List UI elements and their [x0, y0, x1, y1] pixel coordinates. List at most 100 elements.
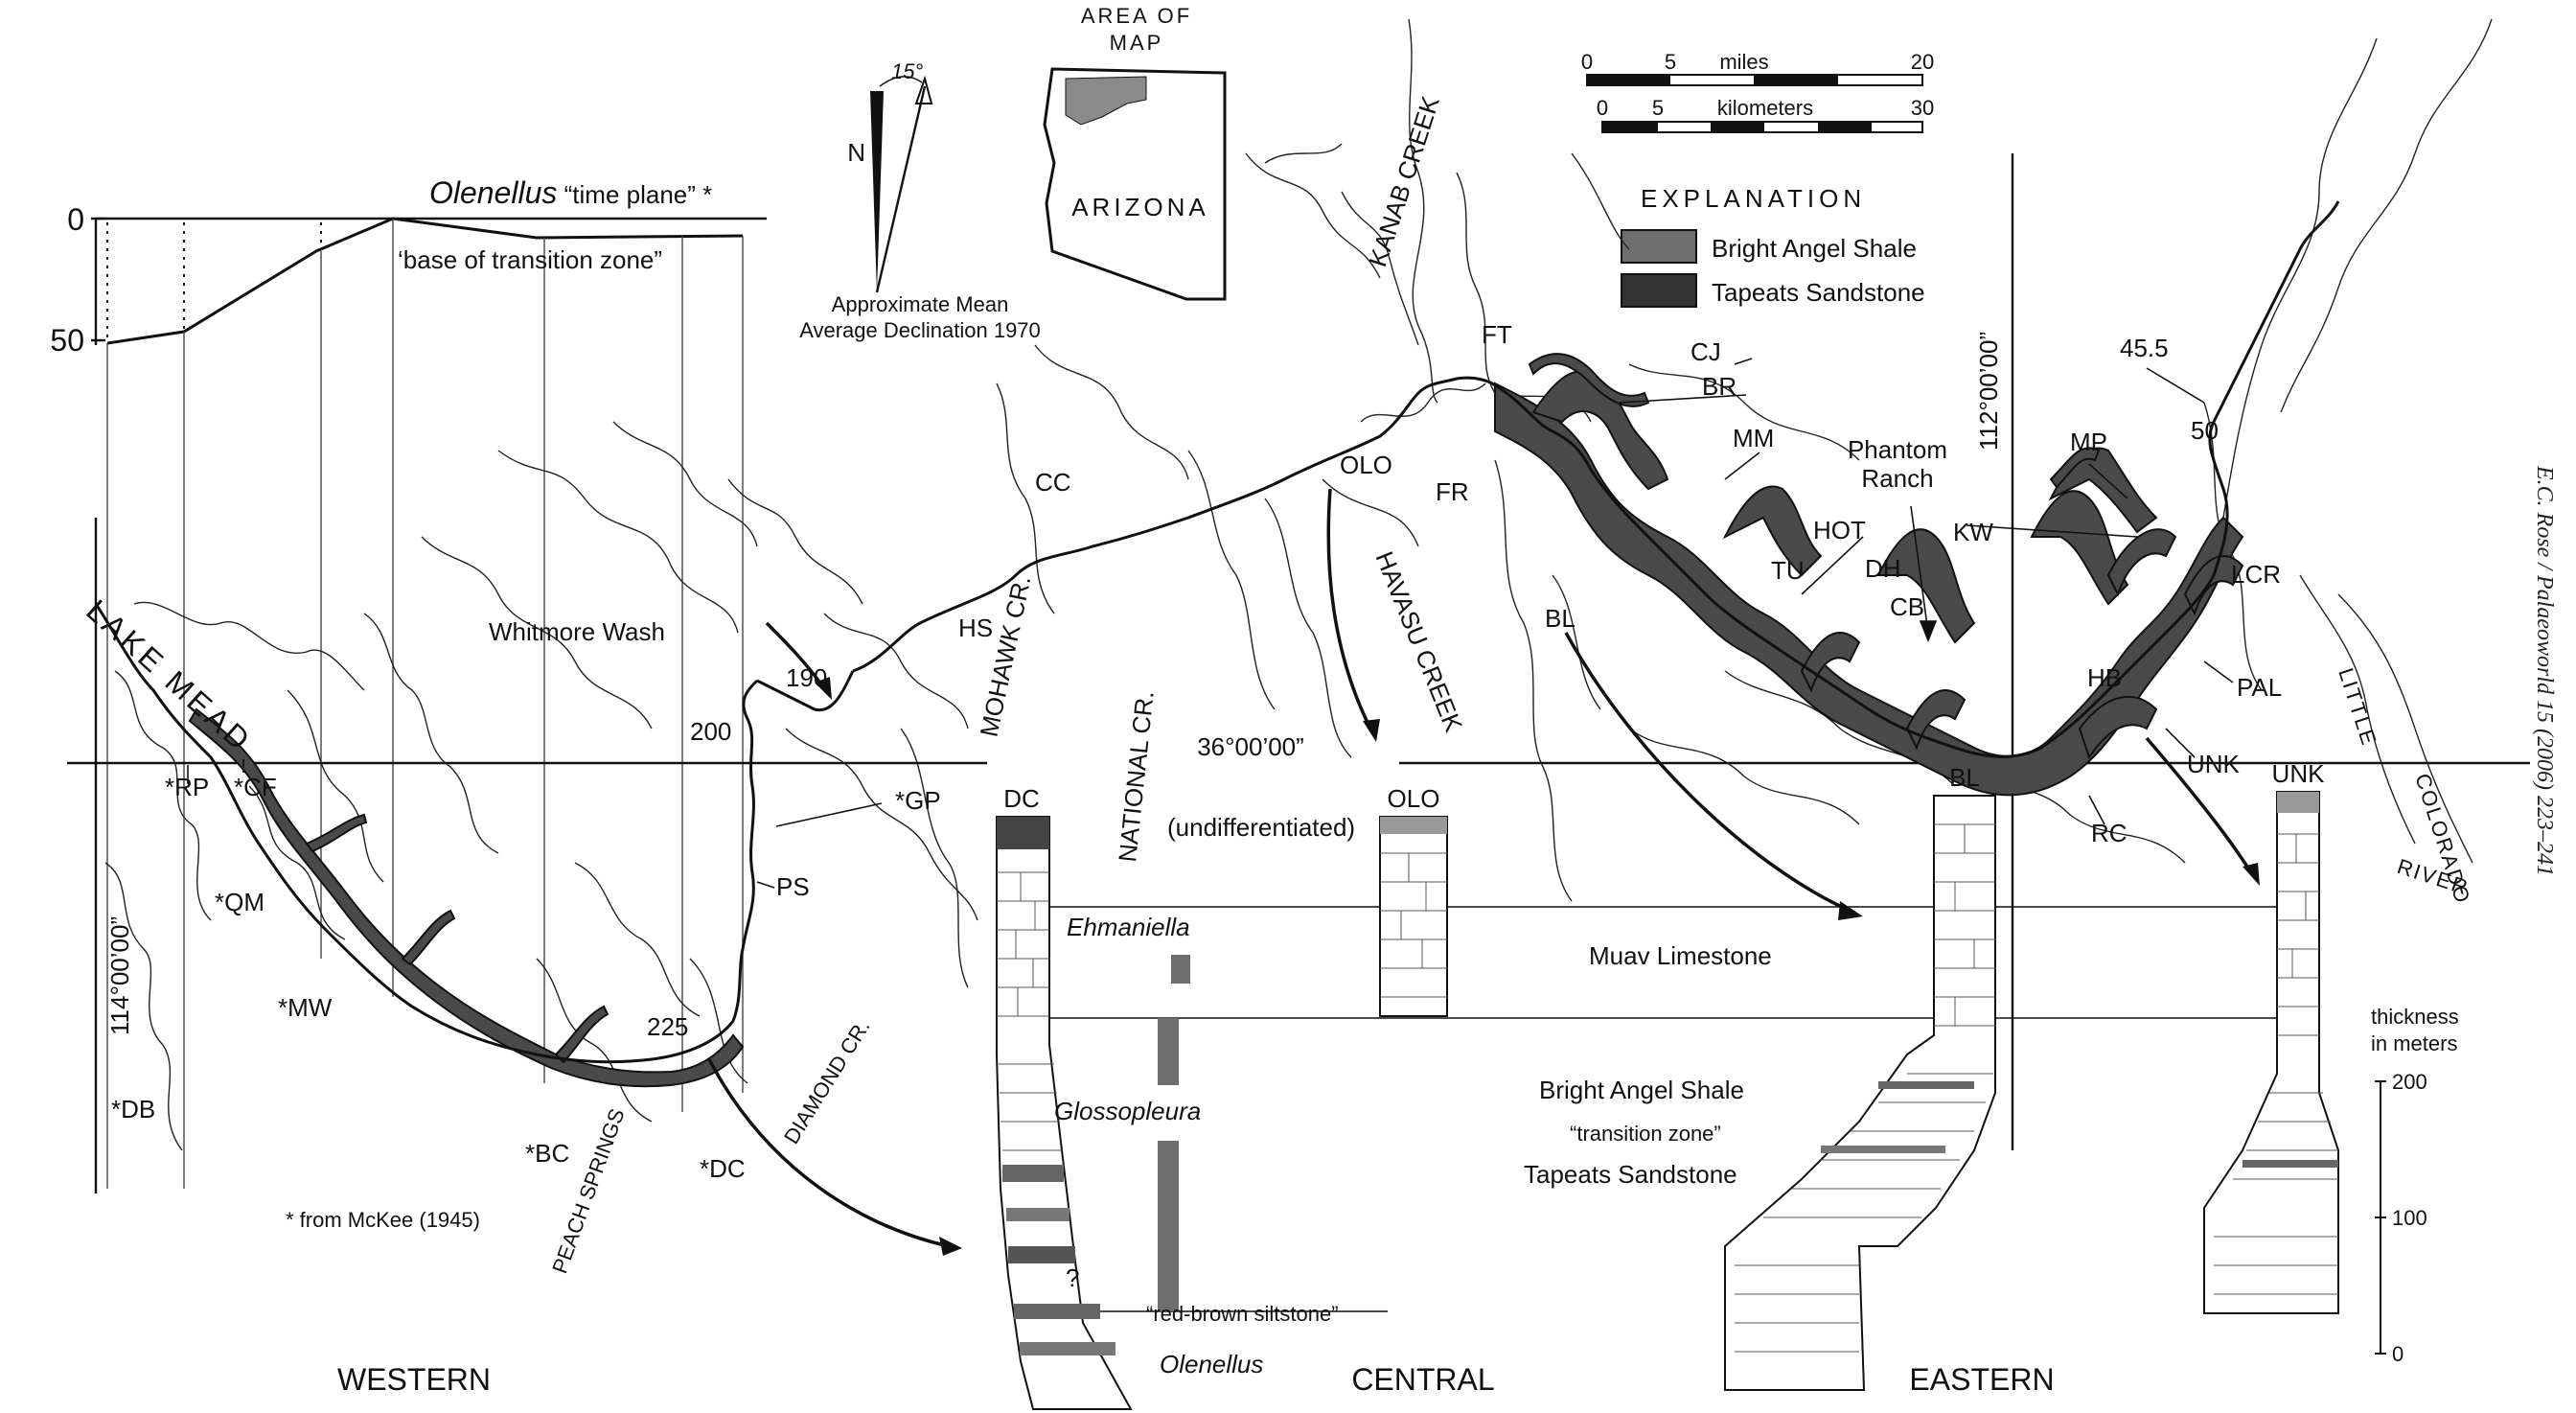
profile-tick-0: 0 [67, 202, 84, 237]
section-arrows [707, 488, 2260, 1256]
declination-angle: 15° [891, 59, 923, 83]
ehmaniella-bar [1171, 955, 1190, 984]
transition-zone-label: “transition zone” [1570, 1122, 1721, 1146]
muav-limestone-label: Muav Limestone [1589, 941, 1772, 970]
site-ft: FT [1482, 320, 1512, 349]
thickness-tick-0: 0 [2392, 1342, 2404, 1366]
km-tick-30: 30 [1911, 96, 1934, 120]
site-rc: RC [2091, 819, 2128, 847]
glossopleura-label: Glossopleura [1054, 1097, 1201, 1125]
section-label-unk: UNK [2272, 759, 2326, 788]
miles-tick-0: 0 [1581, 50, 1593, 74]
thickness-title-2: in meters [2371, 1031, 2457, 1055]
region-western: WESTERN [337, 1362, 491, 1397]
declination-caption-1: Approximate Mean [832, 292, 1009, 316]
site-rp: *RP [165, 773, 209, 801]
miles-unit: miles [1719, 50, 1768, 74]
base-transition-label: ‘base of transition zone” [398, 245, 662, 274]
canyon-outcrop-east [1494, 370, 2244, 797]
north-label: N [847, 138, 865, 167]
explanation-legend: EXPLANATION Bright Angel Shale Tapeats S… [1621, 184, 1925, 308]
whitmore-wash-label: Whitmore Wash [489, 617, 665, 646]
longitude-east-label: 112°00’00” [1974, 332, 2003, 451]
river-mile-225: 225 [647, 1012, 688, 1041]
scale-bars: 0 5 miles 20 0 5 kilometers 30 [1581, 50, 1934, 133]
river-mile-labels: 190 200 225 45.5 50 [647, 334, 2219, 1041]
site-dh: DH [1865, 554, 1901, 583]
north-arrow: N 15° Approximate Mean Average Declinati… [799, 59, 1041, 342]
site-kw: KW [1953, 518, 1993, 546]
site-mw: *MW [278, 993, 333, 1022]
site-lcr: LCR [2231, 560, 2281, 589]
journal-credit: E.C. Rose / Palaeoworld 15 (2006) 223–24… [2532, 465, 2557, 876]
site-mm: MM [1733, 424, 1774, 452]
legend-swatch-tapeats [1621, 273, 1697, 308]
base-transition-line [106, 217, 744, 345]
miles-tick-20: 20 [1911, 50, 1934, 74]
little-label: LITTLE [2334, 665, 2381, 750]
glossopleura-bar-2 [1158, 1141, 1179, 1311]
svg-text:Olenellus “time plane” *: Olenellus “time plane” * [429, 175, 712, 210]
site-gp: *GP [895, 786, 941, 815]
site-labels: *RP *CF *QM *MW *DB *BC *DC *GP PS HS CC… [111, 320, 2282, 1183]
national-creek-label: NATIONAL CR. [1113, 689, 1160, 863]
section-label-dc: DC [1003, 784, 1040, 813]
locator-map: AREA OF MAP ARIZONA [1043, 4, 1227, 301]
redbrown-label: “red-brown siltstone” [1146, 1302, 1339, 1326]
olenellus-section-label: Olenellus [1160, 1350, 1263, 1378]
site-mp: MP [2070, 428, 2107, 456]
declination-caption-2: Average Declination 1970 [799, 318, 1041, 342]
site-tu: TU [1771, 556, 1805, 585]
site-olo: OLO [1340, 451, 1392, 479]
site-bl: BL [1545, 604, 1576, 633]
locator-title-2: MAP [1110, 31, 1164, 55]
site-cf: *CF [234, 773, 277, 801]
site-dc-west: *DC [700, 1154, 746, 1183]
km-tick-0: 0 [1597, 96, 1608, 120]
site-db: *DB [111, 1095, 155, 1123]
peach-springs-label: PEACH SPRINGS [547, 1105, 629, 1277]
bright-angel-shale-label: Bright Angel Shale [1539, 1076, 1744, 1104]
coordinate-grid: 36°00’00” 114°00’00” 112°00’00” [67, 153, 2530, 1193]
diamond-creek-label: DIAMOND CR. [779, 1015, 875, 1148]
time-plane-title: “time plane” * [557, 180, 712, 209]
canyon-outcrop-west [188, 707, 745, 1088]
kanab-creek-label: KANAB CREEK [1363, 92, 1445, 270]
profile-tick-50: 50 [50, 323, 84, 358]
thickness-title-1: thickness [2371, 1005, 2459, 1029]
section-column-unk [2203, 791, 2339, 1314]
olenellus-title: Olenellus [429, 175, 557, 210]
river-mile-50: 50 [2191, 416, 2219, 445]
section-column-dc [996, 816, 1133, 1410]
section-label-bl: BL [1949, 763, 1980, 792]
km-tick-5: 5 [1652, 96, 1664, 120]
site-unk: UNK [2187, 750, 2241, 778]
legend-label-bright-angel: Bright Angel Shale [1712, 234, 1917, 263]
locator-title-1: AREA OF [1081, 4, 1192, 28]
ehmaniella-label: Ehmaniella [1067, 913, 1190, 941]
site-ps: PS [776, 872, 810, 901]
canyon-outcrop-north [1528, 353, 2101, 489]
havasu-creek-label: HAVASU CREEK [1369, 547, 1468, 736]
glossopleura-bar-1 [1158, 1018, 1179, 1085]
time-plane-profile: 0 50 Olenellus “time plane” * ‘base of t… [50, 175, 767, 1189]
site-cc: CC [1035, 468, 1071, 497]
site-hb: HB [2087, 663, 2122, 692]
river-mile-200: 200 [690, 717, 731, 746]
thickness-tick-200: 200 [2392, 1070, 2427, 1094]
explanation-title: EXPLANATION [1641, 184, 1866, 213]
site-hs: HS [958, 614, 993, 642]
mohawk-creek-label: MOHAWK CR. [975, 573, 1037, 739]
tributary-drainage [104, 18, 2493, 1151]
thickness-tick-100: 100 [2392, 1206, 2427, 1230]
colorado-river [94, 200, 2340, 1064]
locator-state: ARIZONA [1071, 193, 1209, 221]
region-eastern: EASTERN [1909, 1362, 2054, 1397]
mckee-footnote: * from McKee (1945) [286, 1208, 480, 1232]
section-label-olo: OLO [1388, 784, 1440, 813]
correlation-lines [1049, 906, 2276, 1312]
site-qm: *QM [215, 888, 264, 916]
km-unit: kilometers [1717, 96, 1813, 120]
phantom-ranch-label-1: Phantom [1848, 435, 1947, 464]
